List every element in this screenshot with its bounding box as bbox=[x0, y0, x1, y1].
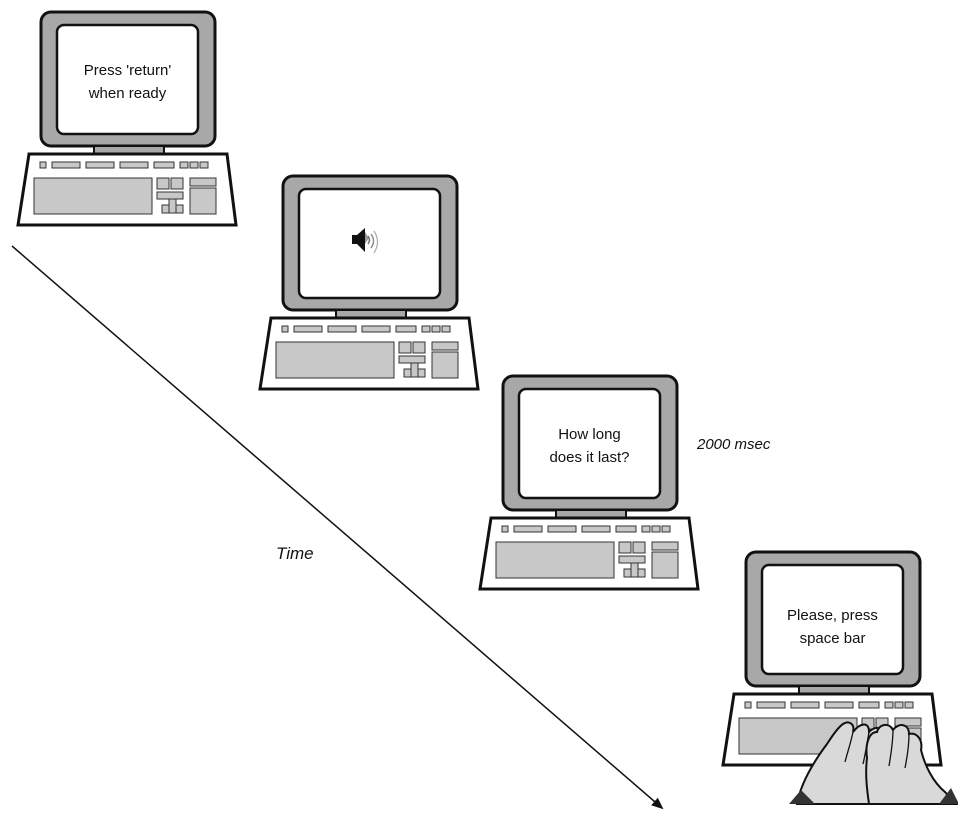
screen-1-line-1: Press 'return' bbox=[57, 59, 198, 82]
time-axis-label: Time bbox=[276, 544, 314, 564]
right-hand bbox=[866, 725, 957, 804]
screen-4-line-2: space bar bbox=[762, 627, 903, 650]
screen-4-text: Please, press space bar bbox=[762, 604, 903, 650]
screen-3-line-2: does it last? bbox=[519, 446, 660, 469]
monitor-screen bbox=[299, 189, 440, 298]
duration-label: 2000 msec bbox=[697, 436, 770, 453]
screen-1-line-2: when ready bbox=[57, 82, 198, 105]
screen-4-line-1: Please, press bbox=[762, 604, 903, 627]
screen-3-line-1: How long bbox=[519, 423, 660, 446]
screen-3-text: How long does it last? bbox=[519, 423, 660, 469]
screen-1-text: Press 'return' when ready bbox=[57, 59, 198, 105]
computer-4 bbox=[723, 552, 958, 804]
computer-2 bbox=[260, 176, 478, 389]
computer-3 bbox=[480, 376, 698, 589]
computer-1 bbox=[18, 12, 236, 225]
